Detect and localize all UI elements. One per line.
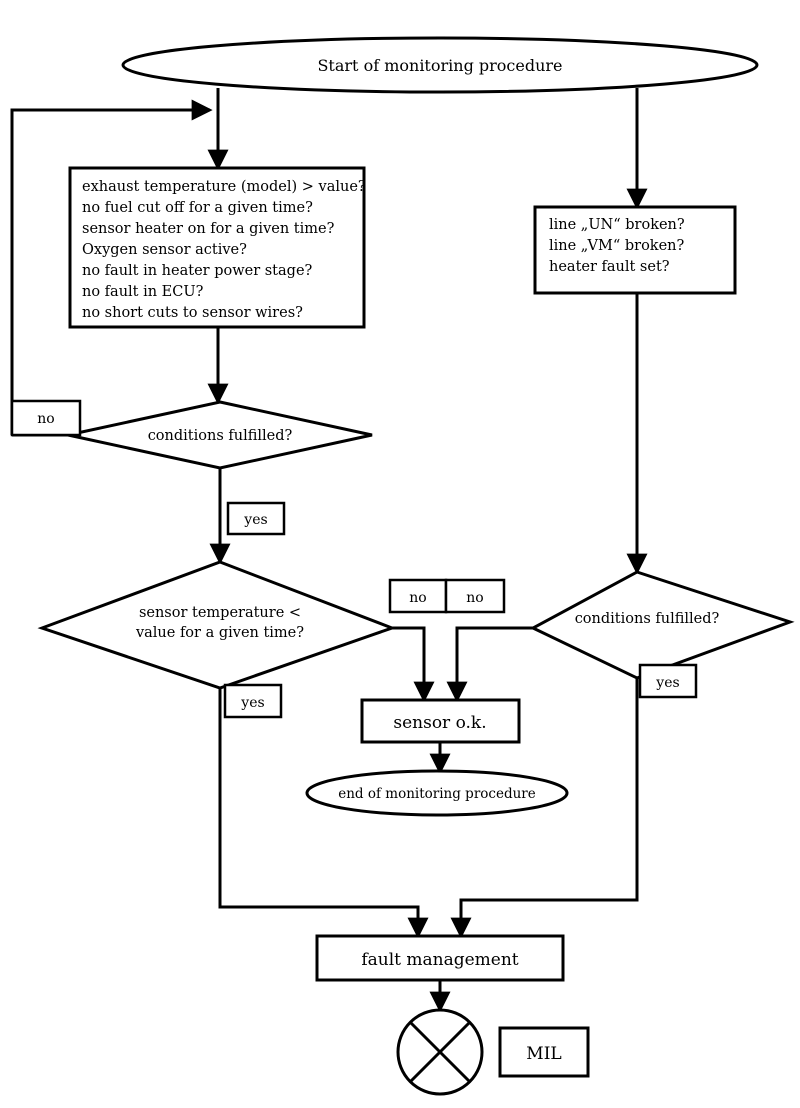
mil-legend-box: [498, 1026, 590, 1078]
end-terminal: [305, 769, 569, 817]
fault-management-box: [315, 934, 565, 982]
decision-sensor-temperature-label-line2: value for a given time?: [135, 625, 304, 641]
connector-sensor-temp-yes-to-fault-management: [218, 688, 429, 939]
label-yes-sensor-temp: yes: [240, 695, 264, 711]
connector-sensor-temp-no-to-sensor-ok: [392, 626, 435, 703]
label-no-middle-right-box: [444, 578, 506, 614]
label-yes-right-box: [638, 663, 698, 699]
connector-right-decision-yes-to-fault-management: [450, 678, 639, 939]
mil-legend-label: MIL: [526, 1044, 561, 1064]
right-condition-line-3: heater fault set?: [549, 259, 670, 275]
decision-conditions-fulfilled-right: [529, 570, 795, 680]
label-no-middle-right: no: [466, 590, 483, 606]
left-condition-line-1: exhaust temperature (model) > value?: [82, 179, 366, 195]
label-yes-sensor-temp-box: [223, 683, 283, 719]
connector-feedback-loop-to-left-conditions: [10, 99, 213, 435]
label-no-middle-left: no: [409, 590, 426, 606]
left-conditions-box: [68, 166, 366, 329]
left-condition-line-5: no fault in heater power stage?: [82, 263, 313, 279]
label-no-middle-left-box: [388, 578, 448, 614]
label-yes-left-box: [226, 501, 286, 536]
left-condition-line-3: sensor heater on for a given time?: [82, 221, 335, 237]
decision-conditions-fulfilled-right-label: conditions fulfilled?: [575, 611, 720, 627]
left-condition-line-4: Oxygen sensor active?: [82, 242, 247, 258]
label-yes-left: yes: [243, 512, 267, 528]
decision-conditions-fulfilled-left-label: conditions fulfilled?: [148, 428, 293, 444]
mil-cross-stroke-2: [408, 1020, 472, 1084]
right-condition-line-2: line „VM“ broken?: [549, 238, 685, 254]
decision-conditions-fulfilled-left: [67, 400, 373, 470]
fault-management-label: fault management: [361, 950, 518, 970]
sensor-ok-box: [360, 698, 521, 744]
sensor-ok-label: sensor o.k.: [393, 713, 486, 733]
end-terminal-label: end of monitoring procedure: [338, 786, 535, 802]
label-no-feedback-box: [10, 399, 82, 437]
right-condition-line-1: line „UN“ broken?: [549, 217, 685, 233]
mil-lamp-symbol: [396, 1008, 484, 1096]
decision-sensor-temperature: [37, 560, 397, 690]
label-no-feedback: no: [37, 411, 54, 427]
start-terminal-label: Start of monitoring procedure: [317, 56, 562, 75]
left-condition-line-7: no short cuts to sensor wires?: [82, 305, 303, 321]
connector-right-decision-no-to-sensor-ok: [446, 626, 533, 703]
right-conditions-box: [533, 205, 737, 295]
decision-sensor-temperature-label-line1: sensor temperature <: [139, 605, 301, 621]
left-condition-line-6: no fault in ECU?: [82, 284, 204, 300]
start-terminal: [121, 36, 759, 94]
label-yes-right: yes: [655, 675, 679, 691]
left-condition-line-2: no fuel cut off for a given time?: [82, 200, 313, 216]
